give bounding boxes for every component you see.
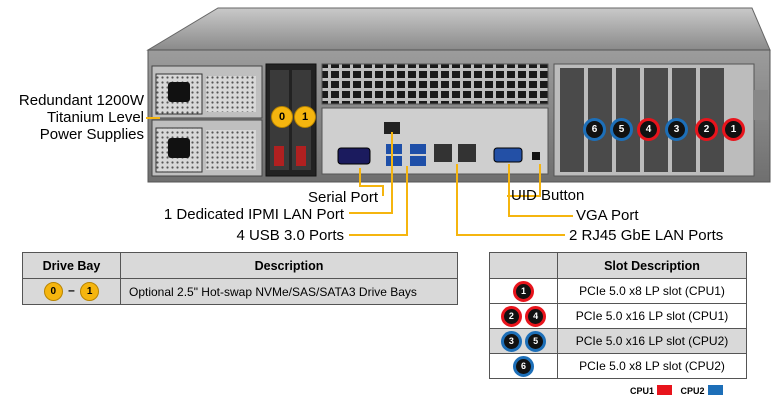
dash: –	[68, 283, 75, 297]
pcie-slot-badge: 6	[583, 118, 606, 141]
slot-description: PCIe 5.0 x16 LP slot (CPU2)	[557, 328, 747, 354]
drive-bay-badge: 0	[43, 282, 63, 301]
usb-ports-label: 4 USB 3.0 Ports	[236, 227, 344, 244]
drive-bay-badge: 0	[271, 106, 293, 128]
vga-port-label: VGA Port	[576, 207, 639, 224]
pcie-slot-badge: 3	[665, 118, 688, 141]
pcie-slot-badge: 1	[722, 118, 745, 141]
slot-badge: 1	[513, 280, 534, 302]
uid-button-label: UID Button	[511, 187, 585, 204]
slot-badge: 5	[525, 330, 547, 352]
description-header: Description	[120, 252, 458, 279]
cpu1-swatch	[657, 385, 673, 395]
drive-bay-badge: 1	[294, 106, 316, 128]
drive-bay-cell: 0 – 1	[22, 278, 121, 305]
slot-badge-header	[489, 252, 558, 279]
slot-description-header: Slot Description	[557, 252, 747, 279]
drive-bay-badge: 1	[80, 282, 100, 301]
slot-description-table: Slot Description 1 PCIe 5.0 x8 LP slot (…	[489, 252, 747, 379]
cpu2-legend-label: CPU2	[680, 386, 705, 396]
power-label-line-3: Power Supplies	[39, 126, 144, 143]
slot-description: PCIe 5.0 x16 LP slot (CPU1)	[557, 303, 747, 329]
slot-badge-cell: 2 4	[489, 303, 558, 329]
ipmi-port-label: 1 Dedicated IPMI LAN Port	[163, 206, 344, 223]
slot-description: PCIe 5.0 x8 LP slot (CPU1)	[557, 278, 747, 304]
serial-port-label: Serial Port	[307, 189, 378, 206]
slot-badge-cell: 1	[489, 278, 558, 304]
drive-bay-table: Drive Bay Description 0 – 1 Optional 2.5…	[22, 252, 458, 305]
power-label-line-1: Redundant 1200W	[18, 92, 144, 109]
slot-badge: 4	[525, 305, 547, 327]
slot-badge-cell: 3 5	[489, 328, 558, 354]
cpu1-legend-label: CPU1	[630, 386, 655, 396]
pcie-slot-badge: 5	[610, 118, 633, 141]
power-label-line-2: Titanium Level	[47, 109, 144, 126]
slot-description: PCIe 5.0 x8 LP slot (CPU2)	[557, 353, 747, 379]
slot-badge-cell: 6	[489, 353, 558, 379]
rj45-ports-label: 2 RJ45 GbE LAN Ports	[569, 227, 724, 244]
slot-badge: 6	[513, 355, 534, 377]
slot-badge: 2	[500, 305, 522, 327]
power-supply-label: Redundant 1200W Titanium Level Power Sup…	[2, 92, 144, 143]
pcie-slot-badge: 2	[695, 118, 718, 141]
drive-bay-description: Optional 2.5" Hot-swap NVMe/SAS/SATA3 Dr…	[120, 278, 458, 305]
pcie-slot-badge: 4	[637, 118, 660, 141]
cpu2-swatch	[707, 385, 723, 395]
drive-bay-header: Drive Bay	[22, 252, 121, 279]
cpu-legend: CPU1 CPU2	[630, 385, 729, 396]
slot-badge: 3	[500, 330, 522, 352]
